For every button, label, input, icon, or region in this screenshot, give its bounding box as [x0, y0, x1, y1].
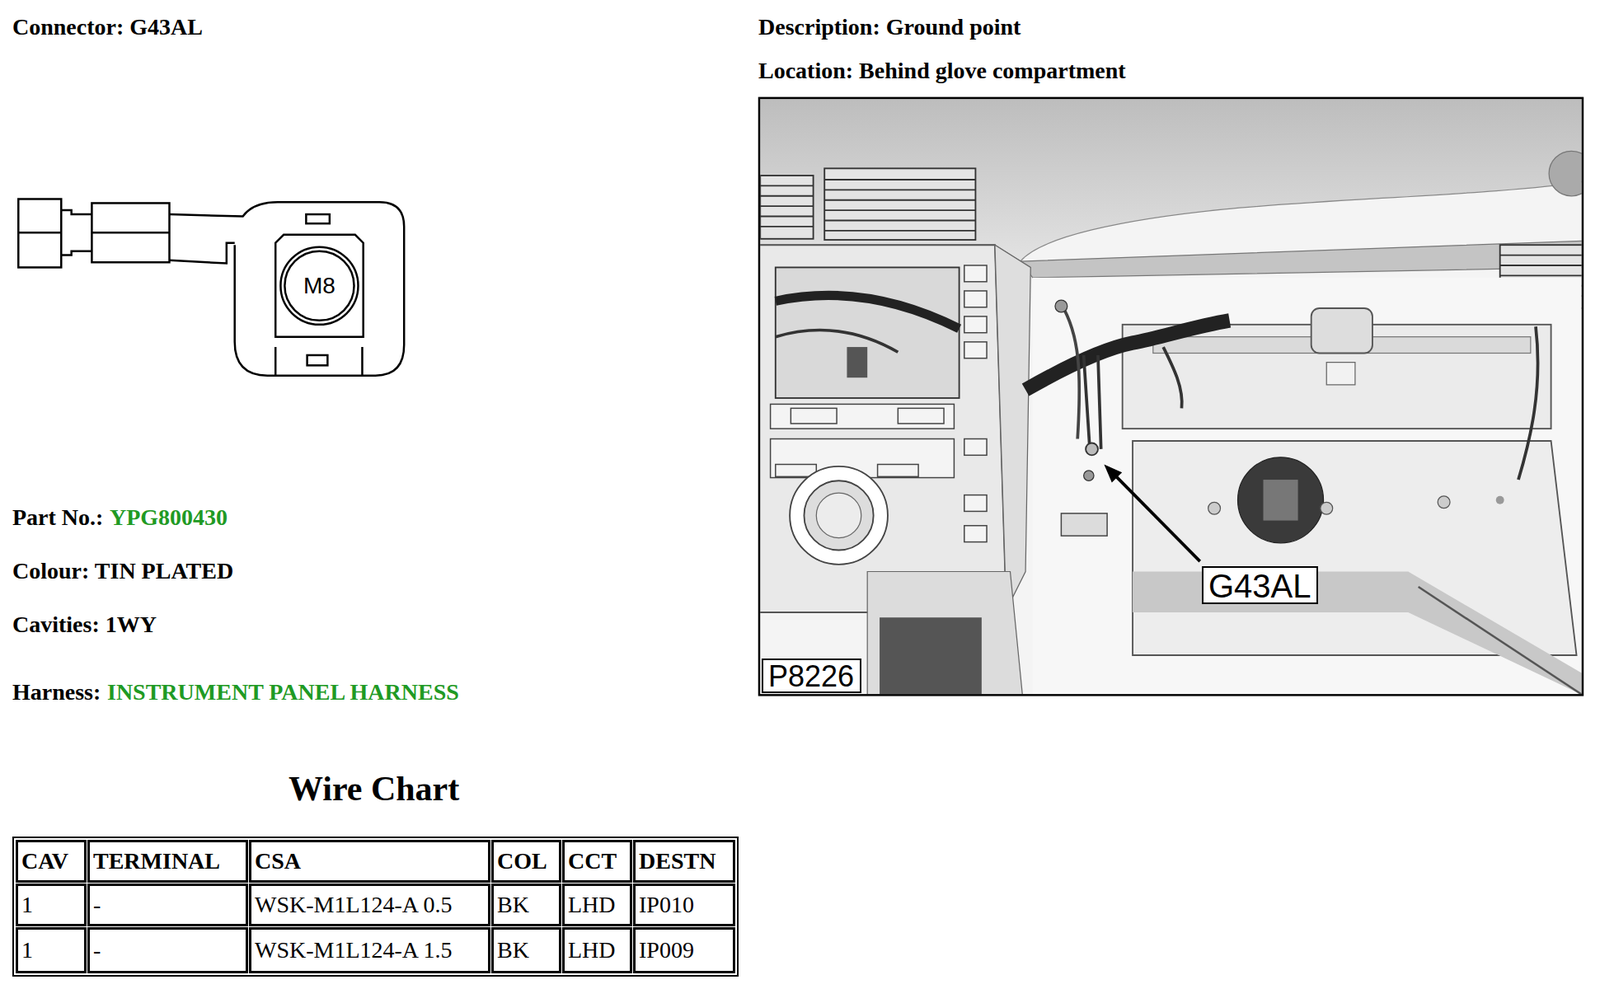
thread-size: M8 [303, 273, 336, 299]
cell-value: 1 [18, 937, 33, 964]
table-cell: BK [491, 883, 562, 927]
dashboard-illustration [760, 98, 1582, 695]
table-cell: WSK-M1L124-A 1.5 [248, 927, 491, 974]
table-header-cell: CAV [15, 839, 87, 883]
cell-value: WSK-M1L124-A 0.5 [251, 891, 453, 919]
table-cell: 1 [15, 927, 87, 974]
cell-value: 1 [18, 891, 33, 919]
heading-field: Connector: G43AL [12, 13, 203, 42]
column-header: TERMINAL [89, 848, 221, 875]
table-cell: 1 [15, 883, 87, 927]
cell-value: - [89, 891, 101, 919]
ring-terminal [18, 198, 404, 376]
cell-value: LHD [564, 891, 616, 919]
table-cell: - [87, 883, 249, 927]
field-value: Colour: TIN PLATED [12, 557, 234, 586]
arrow-head [1103, 464, 1122, 483]
heading-field: Description: Ground point [758, 13, 1021, 42]
table-cell: LHD [562, 883, 633, 927]
cell-value: BK [493, 891, 530, 919]
cell-value: - [89, 937, 101, 964]
callout-label: G43AL [1208, 569, 1312, 603]
column-header: CSA [251, 848, 301, 875]
column-header: COL [493, 848, 548, 875]
callout-label: P8226 [768, 661, 855, 692]
field-name: Harness: [12, 678, 101, 707]
field-link: INSTRUMENT PANEL HARNESS [107, 678, 460, 707]
table-header-cell: CCT [562, 839, 633, 883]
table-header-cell: DESTN [633, 839, 736, 883]
cell-value: IP009 [635, 937, 695, 964]
cell-value: BK [493, 937, 530, 964]
leader-line [1116, 476, 1201, 562]
table-cell: IP010 [633, 883, 736, 927]
table-title: Wire Chart [288, 768, 460, 810]
callout-box: G43AL [1201, 566, 1319, 605]
callout-box: P8226 [761, 658, 862, 694]
table-header-cell: TERMINAL [87, 839, 249, 883]
table-header-cell: COL [491, 839, 562, 883]
table-cell: BK [491, 927, 562, 974]
column-header: CCT [564, 848, 617, 875]
table-cell: WSK-M1L124-A 0.5 [248, 883, 491, 927]
column-header: DESTN [635, 848, 716, 875]
heading-field: Location: Behind glove compartment [758, 56, 1127, 85]
cell-value: WSK-M1L124-A 1.5 [251, 937, 453, 964]
field-link: YPG800430 [109, 503, 228, 532]
column-header: CAV [18, 848, 69, 875]
table-header-cell: CSA [248, 839, 491, 883]
field-value: Cavities: 1WY [12, 610, 157, 639]
table-cell: LHD [562, 927, 633, 974]
photo-frame [759, 98, 1583, 695]
table-cell: IP009 [633, 927, 736, 974]
cell-value: IP010 [635, 891, 695, 919]
cell-value: LHD [564, 937, 616, 964]
field-name: Part No.: [12, 503, 104, 532]
table-cell: - [87, 927, 249, 974]
